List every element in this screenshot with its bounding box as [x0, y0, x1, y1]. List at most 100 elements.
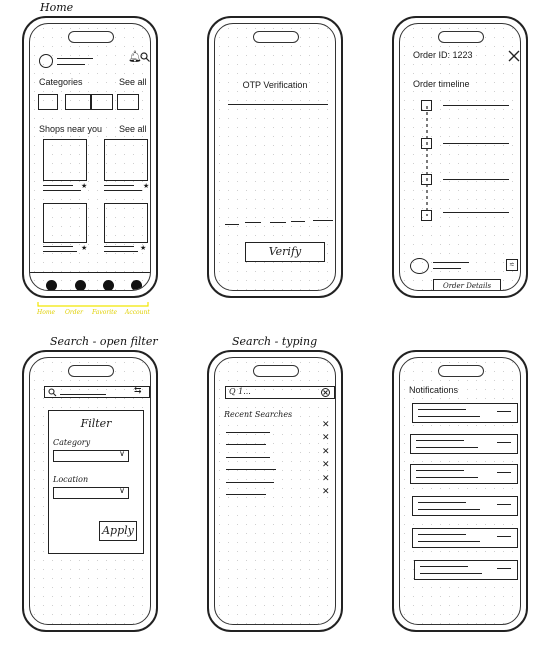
remove-search-icon[interactable]: ✕ [322, 420, 330, 430]
timeline-step-line [443, 105, 509, 106]
shop-name-line [43, 246, 73, 247]
search-filter-caption: Search - open filter [50, 335, 158, 348]
remove-search-icon[interactable]: ✕ [322, 447, 330, 457]
remove-search-icon[interactable]: ✕ [322, 433, 330, 443]
timeline-step-icon [421, 210, 432, 221]
recent-search-item[interactable] [226, 469, 276, 470]
phone-search-typing: Q 1... Recent Searches ✕ ✕ ✕ ✕ ✕ ✕ [207, 350, 343, 632]
phone-home: 🔔︎ Categories See all Shops near you See… [22, 16, 158, 298]
notification-item[interactable] [410, 434, 518, 454]
otp-digit-input[interactable] [225, 224, 239, 225]
notification-item[interactable] [412, 496, 518, 516]
tab-bar-divider [30, 272, 150, 273]
tab-favorite-icon[interactable] [103, 280, 114, 290]
category-label: Category [53, 438, 91, 447]
timeline-step-line [443, 143, 509, 144]
search-typing-caption: Search - typing [232, 335, 318, 348]
shop-meta-line [104, 251, 138, 252]
filter-title: Filter [80, 417, 112, 430]
otp-digit-input[interactable] [313, 220, 333, 221]
otp-digit-input[interactable] [270, 222, 286, 223]
notch [253, 365, 299, 377]
avatar[interactable] [39, 54, 53, 68]
tab-home-icon[interactable] [46, 280, 57, 290]
bell-icon[interactable]: 🔔︎ [128, 51, 142, 63]
star-icon: ★ [143, 183, 150, 190]
notch [68, 365, 114, 377]
driver-name-line [433, 262, 469, 263]
tab-favorite-label[interactable]: Favorite [92, 309, 118, 316]
shop-name-line [104, 246, 134, 247]
filter-panel: Filter Category ∨ Location ∨ Apply [48, 410, 144, 554]
tab-account-label[interactable]: Account [125, 309, 150, 316]
timeline-step-icon [421, 138, 432, 149]
categories-see-all[interactable]: See all [119, 77, 147, 87]
greeting-line [57, 58, 93, 59]
recent-search-item[interactable] [226, 482, 274, 483]
shop-meta-line [104, 190, 142, 191]
recent-search-item[interactable] [226, 432, 270, 433]
remove-search-icon[interactable]: ✕ [322, 487, 330, 497]
order-details-button[interactable]: Order Details [433, 279, 501, 290]
tab-order-label[interactable]: Order [65, 309, 84, 316]
notification-item[interactable] [410, 464, 518, 484]
shop-card[interactable] [104, 139, 148, 181]
recent-search-item[interactable] [226, 457, 270, 458]
shop-card[interactable] [104, 203, 148, 243]
notification-item[interactable] [412, 403, 518, 423]
remove-search-icon[interactable]: ✕ [322, 474, 330, 484]
search-input[interactable]: Q 1... [225, 386, 335, 399]
clear-search-icon[interactable] [321, 388, 330, 397]
notification-item[interactable] [412, 528, 518, 548]
order-screen: Order ID: 1223 Order timeline ≈ Order De… [399, 23, 521, 291]
verify-button[interactable]: Verify [245, 242, 325, 262]
remove-search-icon[interactable]: ✕ [322, 460, 330, 470]
search-input-line[interactable] [60, 394, 106, 395]
categories-label: Categories [39, 77, 83, 87]
otp-digit-input[interactable] [245, 222, 261, 223]
otp-phone-input[interactable] [228, 104, 328, 105]
tab-home-label[interactable]: Home [37, 309, 56, 316]
order-id: Order ID: 1223 [413, 50, 473, 60]
chat-icon[interactable]: ≈ [506, 259, 518, 271]
search-icon[interactable] [140, 52, 150, 62]
location-select[interactable]: ∨ [53, 486, 129, 499]
timeline-step-icon [421, 100, 432, 111]
tab-order-icon[interactable] [75, 280, 86, 290]
search-typing-screen: Q 1... Recent Searches ✕ ✕ ✕ ✕ ✕ ✕ [214, 357, 336, 625]
shop-card[interactable] [43, 139, 87, 181]
notch [68, 31, 114, 43]
phone-search-filter: ⇆ Filter Category ∨ Location ∨ Apply [22, 350, 158, 632]
search-icon [48, 388, 57, 397]
star-icon: ★ [81, 245, 88, 252]
otp-title: OTP Verification [242, 80, 308, 90]
chevron-down-icon: ∨ [119, 449, 125, 458]
category-tile[interactable] [38, 94, 58, 110]
notifications-screen: Notifications [399, 357, 521, 625]
notification-item[interactable] [414, 560, 518, 580]
shop-name-line [43, 185, 73, 186]
phone-order: Order ID: 1223 Order timeline ≈ Order De… [392, 16, 528, 298]
apply-button[interactable]: Apply [99, 521, 137, 541]
shops-label: Shops near you [39, 124, 103, 134]
phone-notifications: Notifications [392, 350, 528, 632]
recent-search-item[interactable] [226, 494, 266, 495]
filter-toggle-icon[interactable]: ⇆ [134, 385, 142, 395]
category-tile[interactable] [91, 94, 113, 110]
category-tile[interactable] [65, 94, 91, 110]
search-bar[interactable] [44, 386, 150, 398]
tab-account-icon[interactable] [131, 280, 142, 290]
close-icon[interactable] [508, 50, 520, 62]
category-select[interactable]: ∨ [53, 449, 129, 462]
recent-search-item[interactable] [226, 444, 266, 445]
search-filter-screen: ⇆ Filter Category ∨ Location ∨ Apply [29, 357, 151, 625]
notch [253, 31, 299, 43]
shop-card[interactable] [43, 203, 87, 243]
shop-meta-line [43, 190, 81, 191]
otp-screen: OTP Verification Verify [214, 23, 336, 291]
notch [438, 365, 484, 377]
otp-digit-input[interactable] [291, 221, 305, 222]
driver-info-line [433, 268, 461, 269]
category-tile[interactable] [117, 94, 139, 110]
shops-see-all[interactable]: See all [119, 124, 147, 134]
